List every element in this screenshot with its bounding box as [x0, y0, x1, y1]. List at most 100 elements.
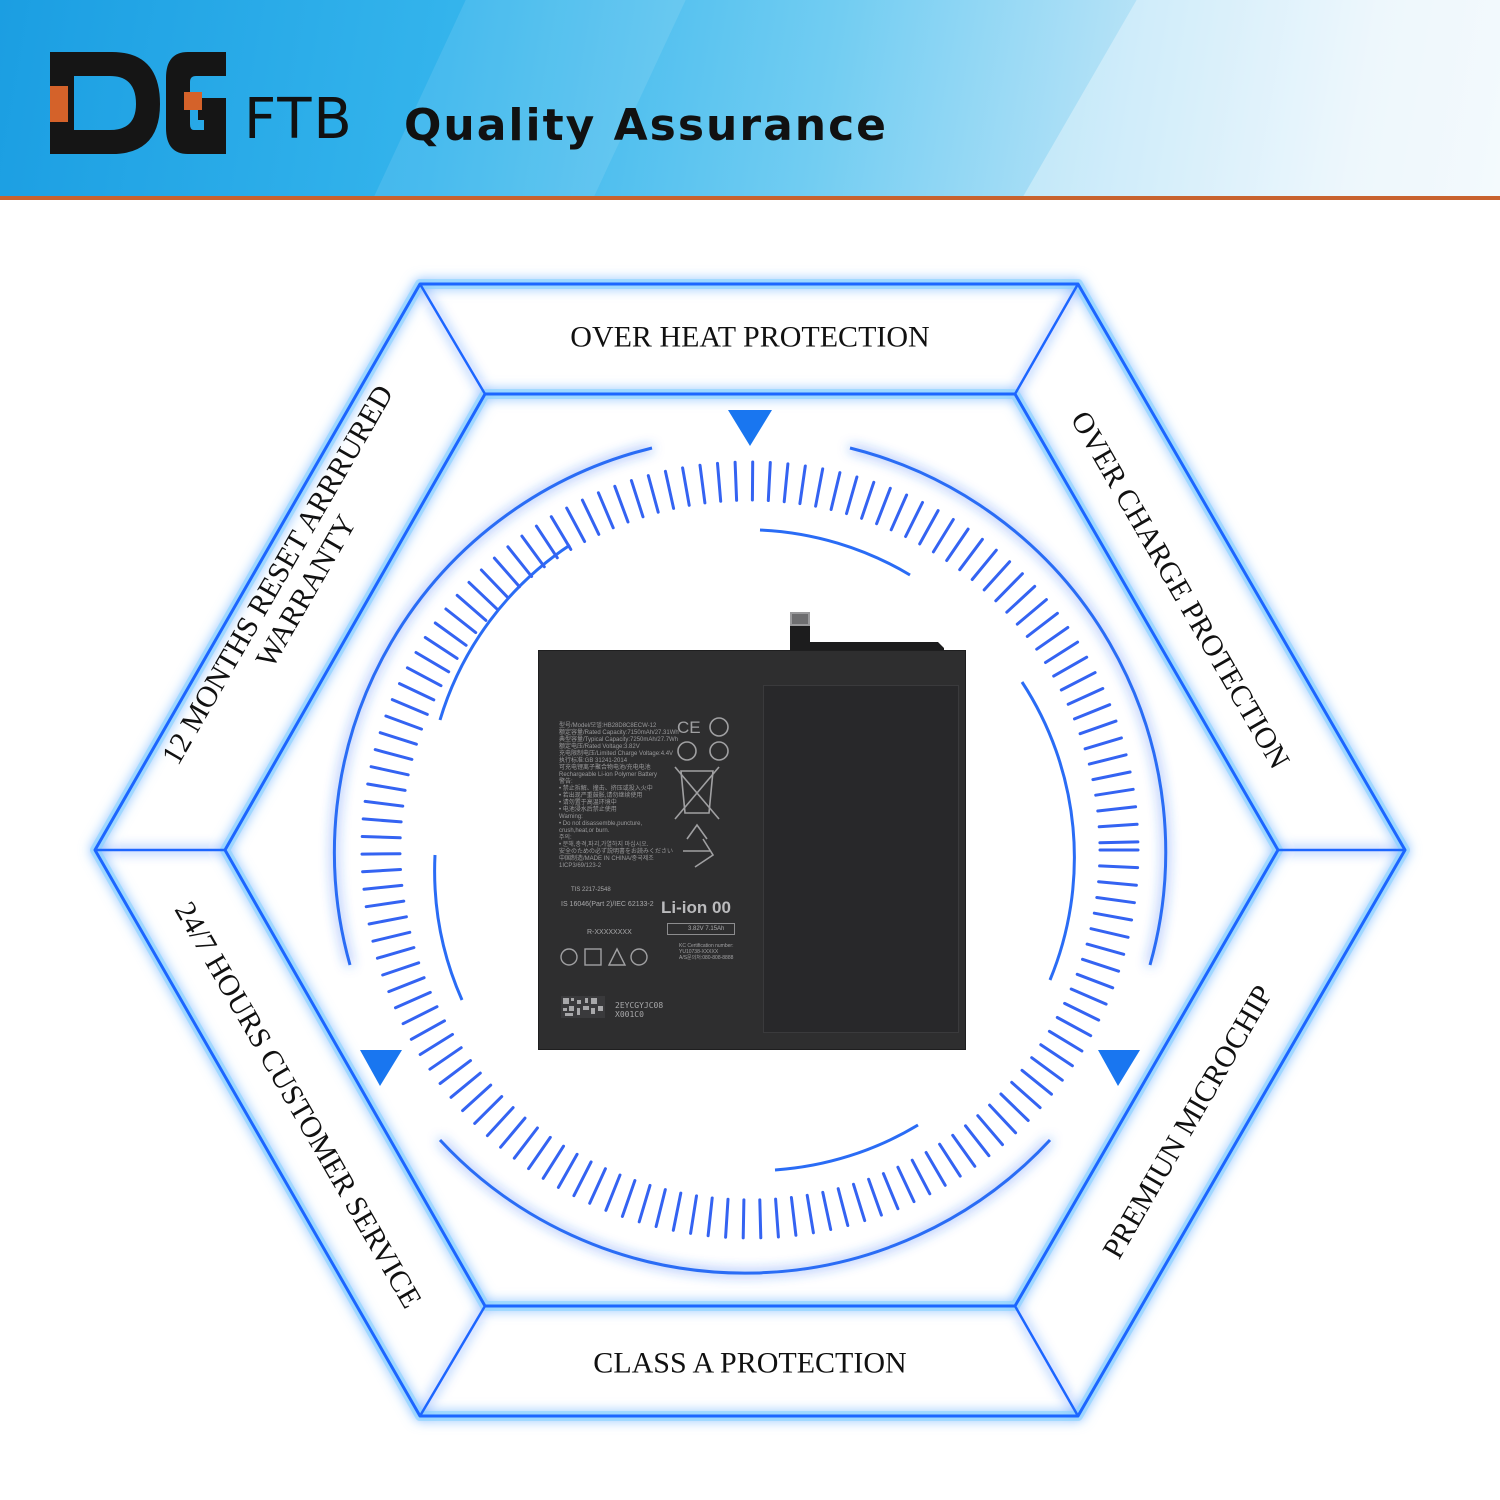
- svg-text:CE: CE: [677, 718, 701, 737]
- tick-mark: [373, 748, 414, 761]
- tick-mark: [596, 491, 615, 530]
- tick-mark: [369, 765, 410, 777]
- tick-mark: [860, 480, 876, 520]
- tick-mark: [506, 545, 534, 578]
- tick-mark: [364, 899, 406, 909]
- tick-mark: [845, 475, 859, 516]
- tick-mark: [646, 474, 660, 514]
- arrow-top-icon: [728, 410, 772, 446]
- tick-mark: [572, 1160, 593, 1198]
- tick-mark: [473, 1095, 504, 1125]
- tick-mark: [398, 682, 436, 702]
- tick-mark: [637, 1183, 652, 1224]
- tick-mark: [461, 1083, 493, 1113]
- tick-mark: [875, 486, 892, 526]
- tick-mark: [951, 1133, 977, 1168]
- tick-mark: [1096, 805, 1138, 813]
- tick-mark: [741, 1198, 746, 1240]
- tick-mark: [1025, 611, 1059, 638]
- direction-arrows: [360, 410, 1140, 1086]
- tick-mark: [499, 1116, 527, 1149]
- tick-mark: [931, 518, 955, 554]
- tick-mark: [689, 1194, 698, 1235]
- tick-mark: [814, 467, 825, 508]
- tick-mark: [798, 464, 807, 506]
- inner-arc-ring: [433, 528, 1076, 1172]
- tick-mark: [706, 1196, 714, 1238]
- tick-mark: [401, 1005, 439, 1026]
- tick-mark: [1047, 1029, 1084, 1053]
- tick-mark: [1059, 671, 1097, 692]
- tick-mark: [924, 1151, 947, 1187]
- tick-mark: [1097, 880, 1138, 887]
- tick-mark: [982, 560, 1012, 592]
- tick-mark: [418, 1032, 454, 1056]
- tick-mark: [988, 1103, 1018, 1135]
- arrow-left-icon: [360, 1050, 402, 1086]
- tick-mark: [394, 990, 432, 1010]
- tick-mark: [1089, 927, 1130, 939]
- tick-mark: [663, 469, 676, 510]
- tick-mark: [467, 580, 498, 611]
- tick-mark: [1075, 972, 1115, 990]
- qr-code-icon: [561, 996, 605, 1018]
- tick-mark: [565, 506, 587, 543]
- tick-mark: [654, 1188, 667, 1228]
- tick-mark: [1078, 719, 1118, 736]
- tick-mark: [1087, 753, 1128, 766]
- tick-mark: [852, 1182, 867, 1223]
- tick-mark: [492, 556, 521, 589]
- tick-mark: [964, 1124, 991, 1158]
- tick-mark: [378, 731, 418, 746]
- battery-right-panel: [763, 685, 959, 1033]
- tick-mark: [527, 1135, 552, 1171]
- battery-tis: TIS 2217-2548: [571, 887, 611, 893]
- battery-standard: IS 16046(Part 2)/IEC 62133-2: [561, 901, 654, 908]
- tick-mark: [375, 946, 416, 960]
- tick-mark: [1091, 770, 1132, 782]
- outer-arc-ring: [332, 446, 1168, 1275]
- tick-mark: [449, 1071, 482, 1099]
- tick-mark: [836, 1187, 850, 1227]
- tick-mark: [1039, 1043, 1074, 1068]
- tick-mark: [918, 509, 940, 546]
- tick-mark: [1035, 626, 1070, 651]
- tick-mark: [387, 976, 426, 994]
- tick-mark: [362, 883, 404, 891]
- tick-mark: [896, 1165, 916, 1204]
- tick-mark: [1073, 703, 1112, 721]
- tick-mark: [534, 524, 559, 560]
- tick-mark: [1055, 1016, 1093, 1038]
- tick-mark: [588, 1167, 607, 1205]
- battery-kc-cert: KC Certification number: YU10738-XXXXX A…: [679, 943, 734, 961]
- tick-mark: [1010, 1080, 1042, 1110]
- tick-mark: [904, 501, 924, 538]
- tick-mark: [556, 1152, 579, 1189]
- tick-mark: [390, 698, 429, 716]
- tick-mark: [371, 930, 412, 943]
- tick-mark: [433, 621, 468, 647]
- tick-mark: [758, 1198, 763, 1240]
- tick-mark: [405, 666, 443, 688]
- tick-mark: [381, 961, 421, 977]
- certification-icons: CE: [674, 717, 729, 868]
- feature-over-heat: OVER HEAT PROTECTION: [570, 320, 930, 354]
- tick-mark: [367, 915, 408, 926]
- tick-mark: [366, 782, 407, 792]
- tick-mark: [541, 1144, 565, 1180]
- tick-mark: [1015, 598, 1048, 626]
- tick-mark: [789, 1196, 798, 1237]
- tick-mark: [1098, 840, 1140, 845]
- tick-mark: [1092, 911, 1134, 922]
- battery-chemistry: Li-ion 00: [661, 898, 731, 917]
- tick-mark: [671, 1191, 683, 1232]
- tick-mark: [620, 1179, 637, 1218]
- header-banner: FTB Quality Assurance: [0, 0, 1500, 196]
- tick-mark: [1052, 655, 1089, 678]
- tick-mark: [455, 593, 488, 622]
- tick-mark: [938, 1142, 962, 1178]
- tick-mark: [774, 1197, 780, 1239]
- tick-mark: [910, 1158, 932, 1196]
